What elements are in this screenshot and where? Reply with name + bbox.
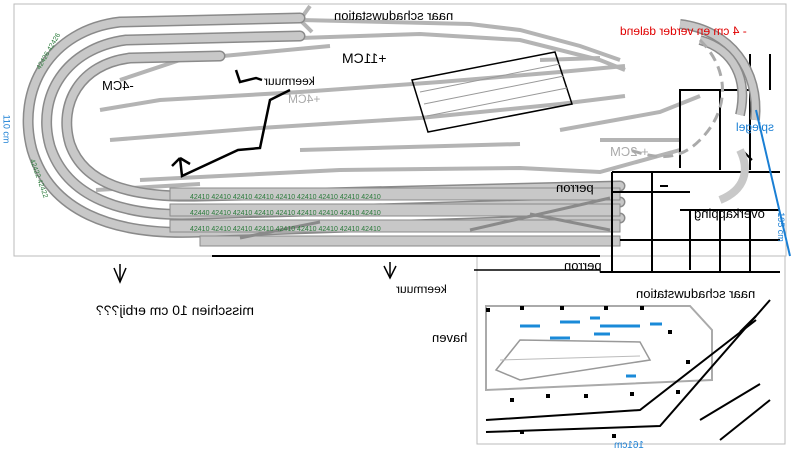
label-dim-110: 110 cm [1,114,12,144]
station-tracks [169,187,621,247]
label-plus-11cm: +11CM [342,50,387,66]
down-arrow-icon [113,262,397,284]
label-haven: haven [432,330,468,345]
right-curve-tracks [679,19,761,204]
label-misschien: misschien 10 cm erbij??? [96,302,254,318]
label-perron-top: perron [556,180,594,195]
label-to-shadow-station-top: naar schaduwstation [334,8,454,23]
label-to-shadow-station-bottom: naar schaduwstation [636,286,756,301]
label-keermuur-top: keermuur [264,74,315,88]
label-minus-4cm: -4CM [102,78,134,93]
label-plus-2cm: + 2CM [610,144,649,159]
label-overkapping: overkapping [694,206,765,221]
mirror-line [755,109,791,257]
label-plus-4cm-grey: +4CM [288,92,321,106]
left-loop-tracks [22,12,626,238]
harbour [485,299,771,441]
station-building [411,51,573,133]
retaining-wall-lines [171,69,291,178]
harbour-board-outline [476,255,786,445]
svg-text:42410 42410 42410 42410 42410: 42410 42410 42410 42410 42410 42410 4241… [190,194,381,201]
label-red-note: - 4 cm en verder dalend [620,24,747,38]
label-spiegel: spiegel [736,120,775,134]
label-dim-195: 195 cm [775,212,786,242]
label-keermuur-bottom: keermuur [396,282,447,296]
svg-text:42440 42410 42410 42410 42410: 42440 42410 42410 42410 42410 42410 4241… [190,210,381,217]
label-dim-161: 161cm [614,440,645,451]
label-perron-bottom: perron [564,258,602,273]
svg-text:42410 42410 42410 42410 42410: 42410 42410 42410 42410 42410 42410 4241… [190,226,381,233]
